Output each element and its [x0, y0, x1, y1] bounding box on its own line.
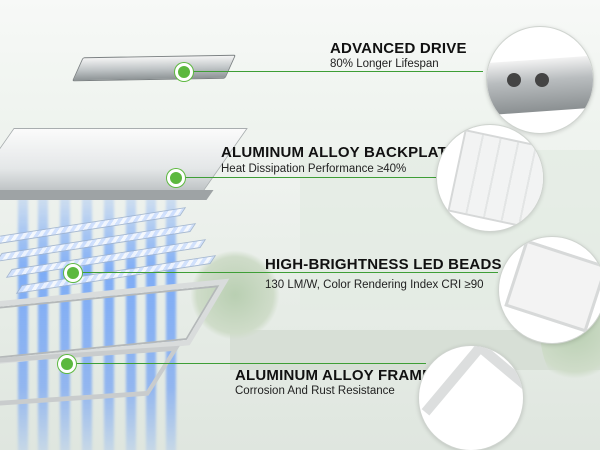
light-beam — [38, 170, 48, 450]
feature-subtitle-frame: Corrosion And Rust Resistance — [235, 385, 395, 397]
feature-subtitle-drive: 80% Longer Lifespan — [330, 58, 439, 70]
backplate-illustration — [0, 128, 248, 196]
light-beam — [18, 170, 28, 450]
feature-title-frame: ALUMINUM ALLOY FRAME — [235, 367, 433, 384]
connector-dot — [64, 264, 82, 282]
light-beam — [166, 170, 176, 450]
feature-subtitle-led-beads: 130 LM/W, Color Rendering Index CRI ≥90 — [265, 279, 484, 291]
feature-subtitle-backplate: Heat Dissipation Performance ≥40% — [221, 163, 407, 175]
connector-line — [66, 363, 426, 364]
connector-line — [183, 71, 483, 72]
light-beam — [82, 170, 92, 450]
connector-dot — [175, 63, 193, 81]
feature-title-drive: ADVANCED DRIVE — [330, 40, 467, 57]
feature-title-led-beads: HIGH-BRIGHTNESS LED BEADS — [265, 256, 502, 273]
connector-line — [72, 272, 498, 273]
connector-dot — [167, 169, 185, 187]
led-driver-illustration — [72, 54, 236, 82]
connector-line — [175, 177, 437, 178]
backplate-detail-image — [436, 124, 544, 232]
frame-detail-image — [418, 345, 524, 450]
background-plant — [190, 250, 280, 340]
light-beam — [104, 170, 114, 450]
light-beam — [126, 170, 136, 450]
driver-detail-image — [486, 26, 594, 134]
led-beads-detail-image — [498, 236, 600, 344]
connector-dot — [58, 355, 76, 373]
feature-title-backplate: ALUMINUM ALLOY BACKPLATE — [221, 144, 458, 161]
light-beam — [146, 170, 156, 450]
light-beam — [60, 170, 70, 450]
backplate-edge-illustration — [0, 190, 214, 200]
